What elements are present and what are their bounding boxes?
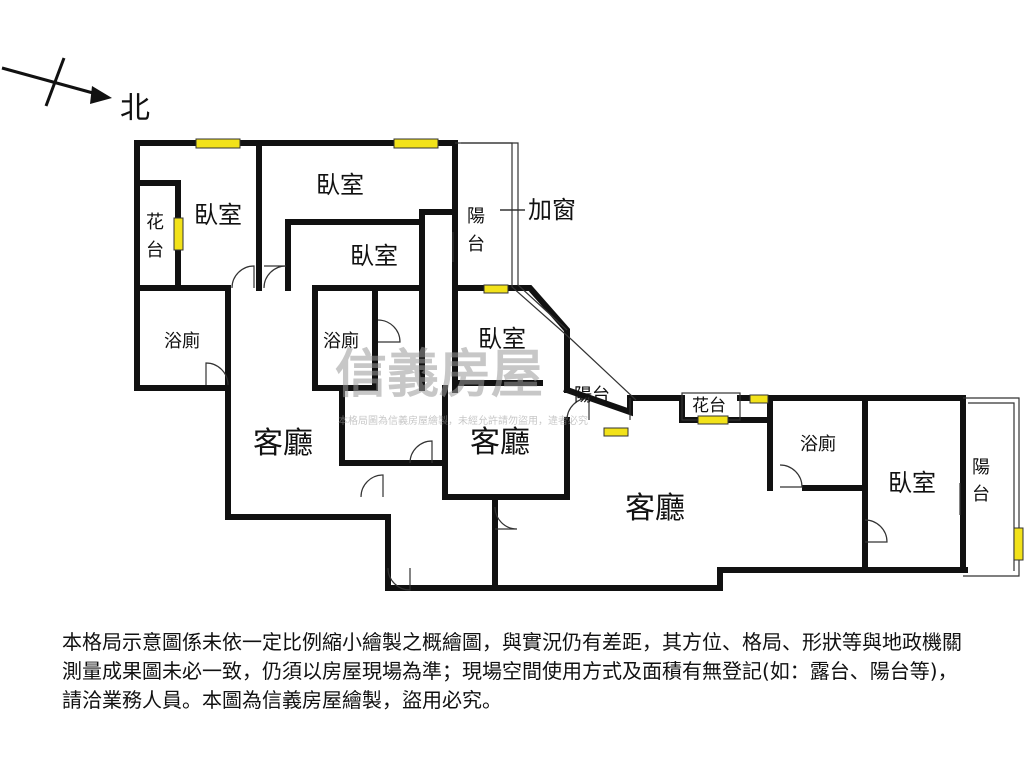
room-balcony-c: 陽台: [574, 385, 610, 406]
room-bath-mid: 浴廁: [323, 330, 359, 352]
room-bedroom-nw: 臥室: [194, 201, 242, 229]
svg-text:陽: 陽: [467, 206, 485, 227]
windows: [173, 138, 1024, 561]
room-living-mid: 客廳: [470, 425, 530, 460]
floor-plan: 北: [1, 57, 1024, 591]
room-bedroom-mid: 臥室: [350, 242, 398, 270]
north-label: 北: [120, 91, 150, 126]
watermark-notice: 本格局圖為信義房屋繪製，未經允許請勿盜用，違者必究: [338, 414, 588, 427]
north-arrow-icon: [1, 57, 112, 107]
room-balcony-n: 陽 台: [467, 206, 485, 255]
planter-w-char1: 花: [146, 212, 164, 233]
planter-w-char2: 台: [146, 240, 164, 261]
room-planter-w: 花 台: [146, 212, 164, 261]
room-bath-e: 浴廁: [800, 433, 836, 455]
watermark-brand: 信義房屋: [335, 345, 543, 405]
svg-text:陽: 陽: [972, 457, 990, 478]
room-living-w: 客廳: [253, 426, 313, 461]
disclaimer-text: 本格局示意圖係未依一定比例縮小繪製之概繪圖，與實況仍有差距，其方位、格局、形狀等…: [62, 630, 962, 712]
room-bedroom-n: 臥室: [316, 171, 364, 199]
watermark: 信義房屋 本格局圖為信義房屋繪製，未經允許請勿盜用，違者必究: [335, 345, 588, 427]
room-balcony-e: 陽 台: [972, 457, 990, 505]
svg-text:台: 台: [467, 234, 485, 255]
svg-text:台: 台: [972, 484, 990, 505]
room-planter-e: 花台: [692, 396, 726, 416]
doors: [205, 232, 961, 591]
room-living-e: 客廳: [625, 491, 685, 526]
room-bath-w: 浴廁: [164, 330, 200, 352]
add-window-label: 加窗: [528, 196, 576, 224]
room-bedroom-e: 臥室: [888, 469, 936, 497]
room-bedroom-c: 臥室: [478, 325, 526, 353]
